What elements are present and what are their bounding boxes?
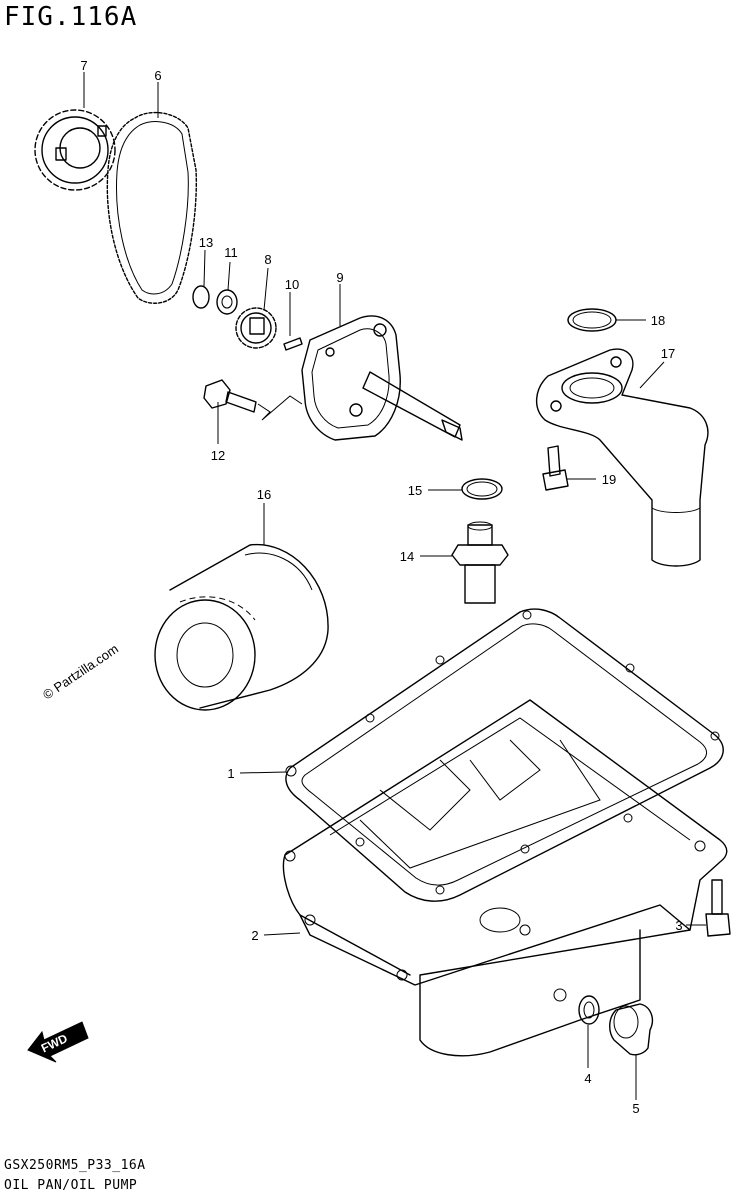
part-9-oil-pump[interactable] <box>301 315 463 441</box>
callout-18: 18 <box>651 313 665 328</box>
callout-11: 11 <box>224 245 238 260</box>
callout-7: 7 <box>80 58 87 73</box>
callout-2: 2 <box>251 928 258 943</box>
callout-10: 10 <box>285 277 299 292</box>
callout-17: 17 <box>661 346 675 361</box>
part-3-oil-pan-bolt[interactable] <box>705 879 731 937</box>
part-16-oil-filter[interactable] <box>154 543 329 711</box>
part-18-o-ring[interactable] <box>567 308 617 332</box>
callout-4: 4 <box>584 1071 591 1086</box>
part-5-drain-plug[interactable] <box>609 1003 654 1056</box>
part-8-pump-sprocket[interactable] <box>235 307 277 349</box>
part-15-o-ring[interactable] <box>461 478 503 500</box>
part-11-washer[interactable] <box>216 289 238 315</box>
callout-5: 5 <box>632 1101 639 1116</box>
callout-19: 19 <box>602 472 616 487</box>
part-7-drive-sprocket[interactable] <box>34 109 116 191</box>
callout-9: 9 <box>336 270 343 285</box>
callout-16: 16 <box>257 487 271 502</box>
part-17-oil-strainer[interactable] <box>536 348 709 567</box>
part-14-oil-pressure-switch[interactable] <box>451 521 509 604</box>
part-4-drain-gasket[interactable] <box>578 995 600 1025</box>
part-12-bolt[interactable] <box>203 379 303 421</box>
callout-6: 6 <box>154 68 161 83</box>
part-13-circlip[interactable] <box>192 285 210 309</box>
part-2-oil-pan[interactable] <box>282 699 728 1057</box>
figure-code: GSX250RM5_P33_16A <box>4 1158 146 1173</box>
figure-name: OIL PAN/OIL PUMP <box>4 1178 138 1193</box>
part-10-pin[interactable] <box>283 337 303 351</box>
callout-15: 15 <box>408 483 422 498</box>
callout-14: 14 <box>400 549 414 564</box>
part-1-oil-pan-gasket[interactable] <box>285 608 724 902</box>
callout-13: 13 <box>199 235 213 250</box>
part-19-bolt[interactable] <box>542 445 569 491</box>
callout-labels: 7 6 13 11 8 10 9 12 18 17 19 15 14 16 1 … <box>80 58 682 1116</box>
leader-lines <box>83 72 706 1100</box>
callout-1: 1 <box>227 766 234 781</box>
figure-title: FIG.116A <box>4 2 138 32</box>
fwd-arrow-icon: FWD <box>27 1021 89 1063</box>
callout-8: 8 <box>264 252 271 267</box>
callout-3: 3 <box>675 918 682 933</box>
callout-12: 12 <box>211 448 225 463</box>
part-6-pump-drive-chain[interactable] <box>106 111 197 304</box>
